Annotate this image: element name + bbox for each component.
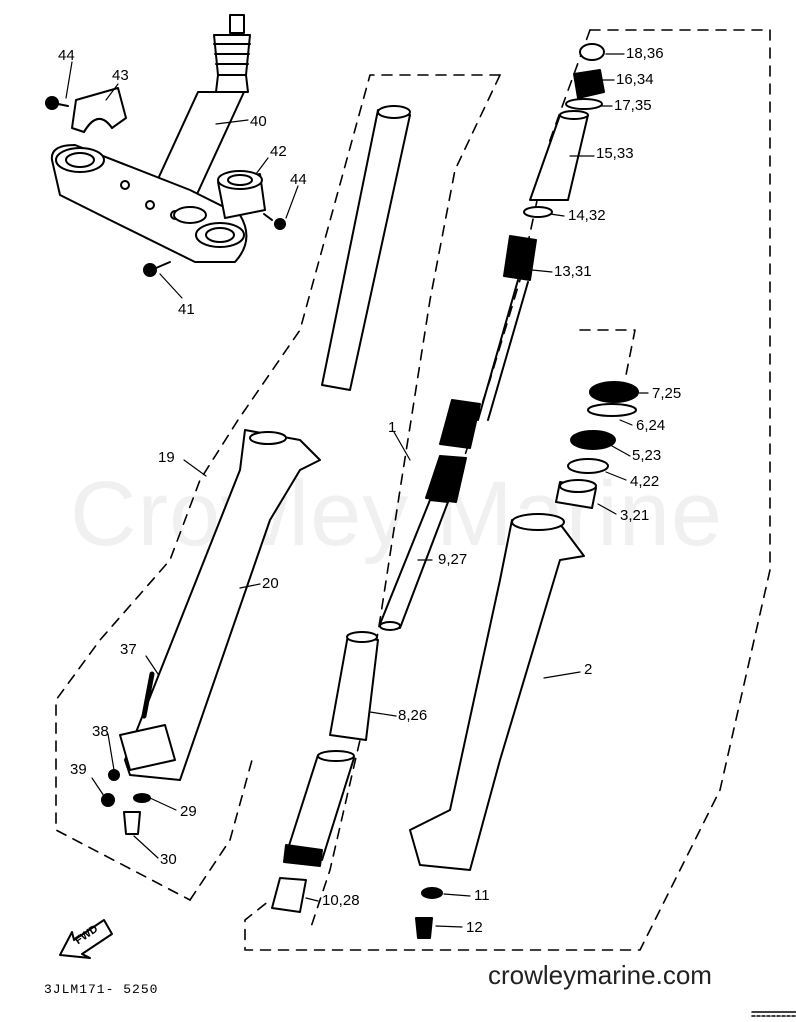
outline-inner-tube-right [309, 74, 501, 931]
right-upper-parts [379, 43, 605, 631]
callout-37: 37 [120, 641, 137, 658]
callout-38: 38 [92, 723, 109, 740]
callout-14-32: 14,32 [568, 207, 606, 224]
callout-29: 29 [180, 803, 197, 820]
outline-right-group [244, 29, 771, 951]
handlebar-holder [71, 87, 127, 133]
callout-40: 40 [250, 113, 267, 130]
callout-16-34: 16,34 [616, 71, 654, 88]
left-outer-tube [119, 429, 321, 781]
callout-3-21: 3,21 [620, 507, 650, 524]
callout-2: 2 [584, 661, 593, 678]
inner-tube [321, 105, 411, 391]
callout-42: 42 [270, 143, 287, 160]
callout-8-26: 8,26 [398, 707, 428, 724]
website-text: crowleymarine.com [488, 960, 712, 990]
callout-15-33: 15,33 [596, 145, 634, 162]
diagram-code: 3JLM171- 5250 [44, 982, 159, 997]
callout-44b: 44 [290, 171, 307, 188]
right-outer-tube [409, 513, 585, 871]
handlebar-clamp [217, 170, 266, 219]
callout-19: 19 [158, 449, 175, 466]
bolt-44a [45, 96, 69, 110]
callout-13-31: 13,31 [554, 263, 592, 280]
right-seal-stack [555, 381, 639, 509]
callout-20: 20 [262, 575, 279, 592]
fwd-arrow-icon [59, 919, 113, 959]
outline-left-leg-bottom [189, 759, 253, 901]
callout-7-25: 7,25 [652, 385, 682, 402]
outline-inner-tube-group [55, 74, 501, 901]
callout-11: 11 [474, 887, 490, 904]
callout-17-35: 17,35 [614, 97, 652, 114]
callout-5-23: 5,23 [632, 447, 662, 464]
callout-12: 12 [466, 919, 483, 936]
callout-18-36: 18,36 [626, 45, 664, 62]
callout-39: 39 [70, 761, 87, 778]
right-bottom-hardware [415, 887, 443, 939]
bolt-41 [143, 261, 171, 277]
left-bottom-hardware [101, 769, 151, 835]
outline-right-mid [579, 329, 636, 381]
callout-43: 43 [112, 67, 129, 84]
callout-10-28: 10,28 [322, 892, 360, 909]
steering-stem-assembly [50, 14, 251, 263]
callout-9-27: 9,27 [438, 551, 468, 568]
corner-mark [751, 1011, 796, 1017]
lower-tube-sleeves [271, 631, 379, 913]
callout-6-24: 6,24 [636, 417, 666, 434]
leader-lines [65, 53, 649, 928]
callout-4-22: 4,22 [630, 473, 660, 490]
dashed-group-outlines [55, 29, 771, 951]
callout-30: 30 [160, 851, 177, 868]
callout-1: 1 [388, 419, 397, 436]
bolt-44b [263, 213, 286, 230]
callout-44a: 44 [58, 47, 75, 64]
callout-41: 41 [178, 301, 195, 318]
